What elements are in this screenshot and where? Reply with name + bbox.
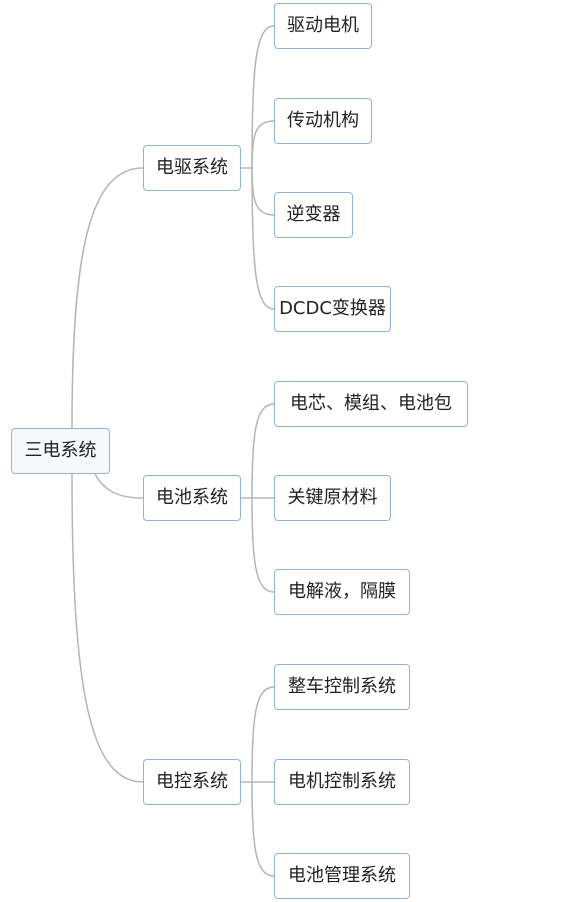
connector-root-to-branch-1 (71, 167, 144, 429)
connector-branch-2-child-1 (251, 403, 275, 499)
leaf-node-drive-motor[interactable]: 驱动电机 (274, 3, 372, 49)
leaf-node-battery-management-system[interactable]: 电池管理系统 (274, 853, 410, 899)
connector-root-to-branch-3 (71, 473, 144, 783)
leaf-node-key-raw-materials[interactable]: 关键原材料 (274, 475, 391, 521)
connector-branch-3-child-3 (251, 781, 275, 877)
connector-branch-2-child-3 (251, 497, 275, 593)
leaf-node-cell-module-pack[interactable]: 电芯、模组、电池包 (274, 381, 468, 427)
connector-root-to-branch-2 (94, 473, 144, 499)
connector-branch-3-child-1 (251, 686, 275, 783)
connector-branch-1-child-2 (251, 120, 275, 169)
branch-node-battery-system[interactable]: 电池系统 (143, 475, 241, 521)
leaf-node-motor-control-system[interactable]: 电机控制系统 (274, 759, 410, 805)
leaf-node-inverter[interactable]: 逆变器 (274, 192, 353, 238)
leaf-node-dcdc-converter[interactable]: DCDC变换器 (274, 286, 391, 332)
connector-branch-1-child-1 (251, 25, 275, 169)
leaf-node-transmission[interactable]: 传动机构 (274, 98, 372, 144)
branch-node-control-system[interactable]: 电控系统 (143, 759, 241, 805)
branch-node-drive-system[interactable]: 电驱系统 (143, 145, 241, 191)
connector-branch-1-child-4 (251, 167, 275, 310)
root-node[interactable]: 三电系统 (11, 428, 110, 474)
leaf-node-vehicle-control-system[interactable]: 整车控制系统 (274, 664, 410, 710)
connector-branch-1-child-3 (251, 167, 275, 216)
leaf-node-electrolyte-separator[interactable]: 电解液，隔膜 (274, 569, 410, 615)
